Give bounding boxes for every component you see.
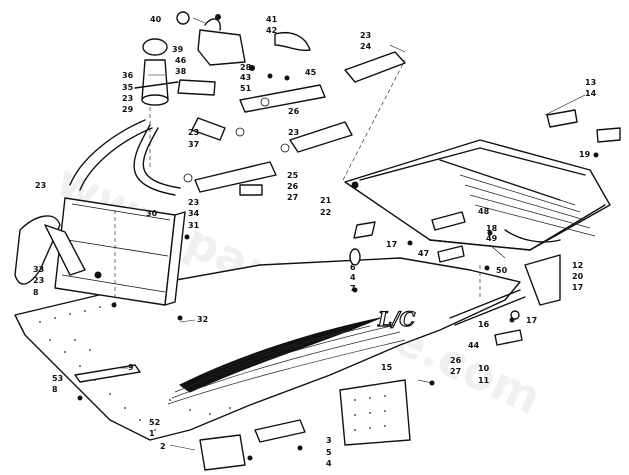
callout-17: 17 (526, 316, 537, 325)
fasteners (77, 14, 599, 461)
callout-27: 27 (450, 367, 461, 376)
callout-35: 35 (122, 83, 134, 92)
front-brace (74, 364, 141, 383)
callout-1: 1 (149, 429, 155, 438)
callout-43: 43 (240, 73, 251, 82)
rear-flap (353, 221, 376, 239)
callout-4: 4 (350, 273, 356, 282)
tie-rod (449, 289, 526, 346)
callout-22: 22 (320, 208, 331, 217)
callout-41: 41 (266, 15, 278, 24)
callout-46: 46 (175, 56, 187, 65)
coolant-hose-left (14, 119, 181, 285)
callout-45: 45 (305, 68, 317, 77)
coolant-tubes (183, 84, 353, 196)
callout-12: 12 (572, 261, 583, 270)
leader-lines (114, 17, 586, 451)
callout-23: 23 (35, 181, 46, 190)
callout-38: 38 (175, 67, 187, 76)
callout-15: 15 (381, 363, 393, 372)
callout-23: 23 (122, 94, 133, 103)
callout-23: 23 (288, 128, 299, 137)
callout-36: 36 (122, 71, 134, 80)
bracket-48 (431, 211, 466, 263)
callout-16: 16 (478, 320, 490, 329)
grommet-22 (349, 248, 361, 266)
callout-47: 47 (418, 249, 429, 258)
callout-23: 23 (188, 128, 199, 137)
callout-26: 26 (287, 182, 299, 191)
callouts: 40 41 42 39 23 24 36 46 28 38 43 45 51 3… (33, 15, 597, 468)
callout-14: 14 (585, 89, 597, 98)
callout-8: 8 (52, 385, 58, 394)
callout-50: 50 (496, 266, 508, 275)
callout-8: 8 (33, 288, 39, 297)
heat-exchanger (54, 197, 186, 306)
hose-upper (274, 32, 311, 52)
callout-33: 33 (33, 265, 44, 274)
callout-26: 26 (288, 107, 300, 116)
callout-34: 34 (188, 209, 200, 218)
skid-plate (339, 379, 411, 446)
callout-23: 23 (33, 276, 44, 285)
callout-3: 3 (326, 436, 332, 445)
callout-17: 17 (386, 240, 397, 249)
callout-30: 30 (146, 209, 158, 218)
callout-31: 31 (188, 221, 200, 230)
callout-32: 32 (197, 315, 208, 324)
callout-24: 24 (360, 42, 372, 51)
callout-53: 53 (52, 374, 63, 383)
callout-17: 17 (572, 283, 583, 292)
callout-40: 40 (150, 15, 162, 24)
callout-42: 42 (266, 26, 277, 35)
callout-18: 18 (486, 224, 498, 233)
callout-13: 13 (585, 78, 596, 87)
rear-bumper-frame (344, 139, 611, 306)
callout-21: 21 (320, 196, 332, 205)
callout-49: 49 (486, 234, 498, 243)
callout-52: 52 (149, 418, 160, 427)
callout-7: 7 (350, 284, 356, 293)
callout-9: 9 (128, 363, 134, 372)
strip-4-5 (254, 419, 306, 443)
rear-decals (546, 109, 621, 143)
callout-23: 23 (360, 31, 371, 40)
callout-2: 2 (160, 442, 166, 451)
callout-4: 4 (326, 459, 332, 468)
thermostat-housing (176, 11, 246, 96)
callout-6: 6 (350, 263, 356, 272)
plate-2 (199, 434, 246, 471)
callout-19: 19 (579, 150, 591, 159)
callout-10: 10 (478, 364, 490, 373)
callout-37: 37 (188, 140, 199, 149)
callout-20: 20 (572, 272, 584, 281)
lc-decal: L/C (377, 307, 415, 331)
callout-26: 26 (450, 356, 462, 365)
callout-48: 48 (478, 207, 490, 216)
callout-51: 51 (240, 84, 252, 93)
callout-27: 27 (287, 193, 298, 202)
callout-23: 23 (188, 198, 199, 207)
callout-39: 39 (172, 45, 184, 54)
hose-top-right (344, 51, 406, 83)
callout-28: 28 (240, 63, 252, 72)
callout-25: 25 (287, 171, 299, 180)
callout-44: 44 (468, 341, 480, 350)
callout-11: 11 (478, 376, 490, 385)
filler-cap-assembly (134, 38, 179, 106)
callout-29: 29 (122, 105, 134, 114)
callout-5: 5 (326, 448, 332, 457)
